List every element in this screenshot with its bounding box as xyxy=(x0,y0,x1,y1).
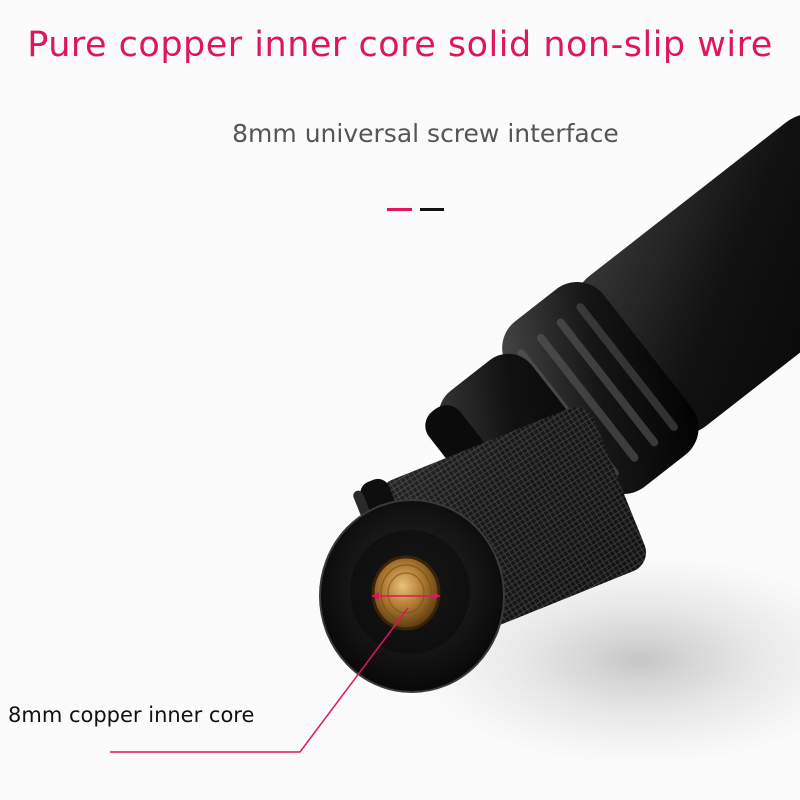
accent-dash xyxy=(387,208,412,211)
copper-screw-core xyxy=(373,557,439,629)
headline: Pure copper inner core solid non-slip wi… xyxy=(27,25,773,65)
callout-label: 8mm copper inner core xyxy=(8,703,255,727)
dark-dash xyxy=(420,208,444,211)
subheadline: 8mm universal screw interface xyxy=(232,119,619,148)
callout-leader-line xyxy=(110,607,409,753)
